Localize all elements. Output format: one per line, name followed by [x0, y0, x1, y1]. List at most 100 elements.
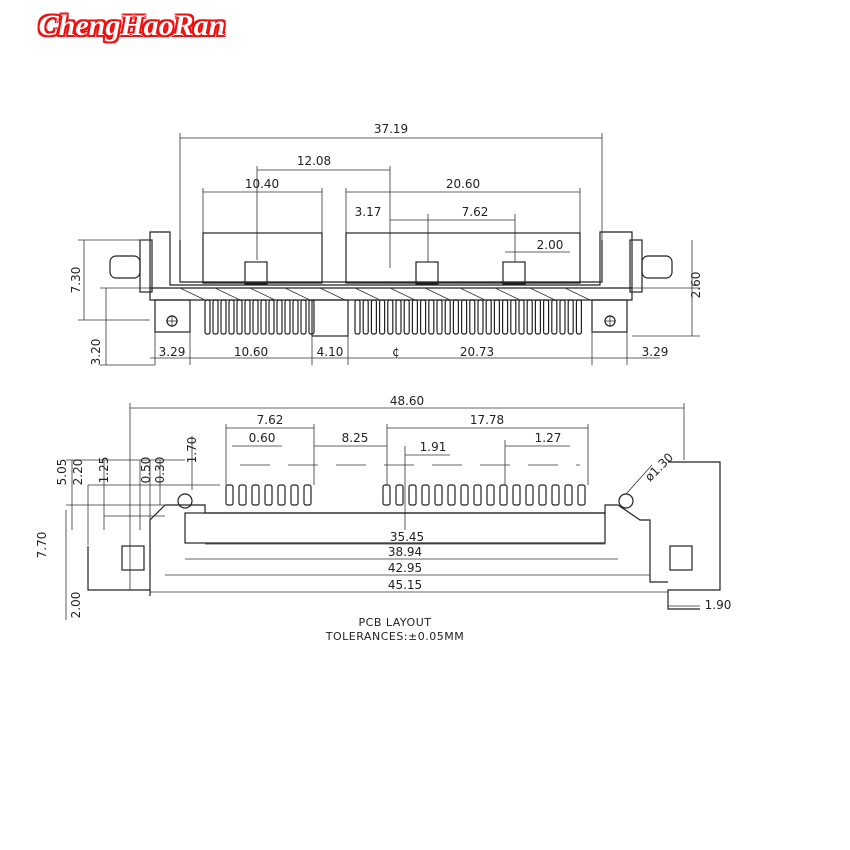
pads-group-a	[225, 484, 312, 506]
connector-pin	[411, 299, 418, 335]
dim-w-4295: 42.95	[388, 561, 422, 575]
pcb-pad	[382, 484, 391, 506]
dim-w-4515: 45.15	[388, 578, 422, 592]
dim-right-block: 20.60	[446, 177, 480, 191]
dim-ear-right: 3.29	[642, 345, 669, 359]
connector-pin	[268, 299, 275, 335]
pcb-view-dimension-labels: 48.60 7.62 17.78 0.60 8.25 1.91 1.27 ø1.…	[35, 394, 731, 643]
connector-pin	[420, 299, 427, 335]
dim-h-170: 1.70	[185, 437, 199, 464]
pcb-pad	[225, 484, 234, 506]
connector-pin	[575, 299, 583, 335]
connector-pin	[354, 299, 361, 335]
top-view-dimension-labels: 37.19 12.08 10.40 20.60 3.17 7.62 2.00 7…	[69, 122, 703, 365]
dim-height-left: 7.30	[69, 267, 83, 294]
connector-pin	[477, 299, 484, 335]
connector-pin	[526, 299, 533, 335]
dim-h-200: 2.00	[69, 592, 83, 619]
dim-h-125: 1.25	[97, 457, 111, 484]
connector-pin	[370, 299, 377, 335]
connector-pin	[204, 299, 211, 335]
dim-hole-diameter: ø1.30	[642, 450, 676, 484]
dim-gap: 4.10	[317, 345, 344, 359]
pcb-pad	[290, 484, 299, 506]
dim-group-a-span: 7.62	[257, 413, 284, 427]
dim-pitch-mid: 7.62	[462, 205, 489, 219]
pcb-pad	[277, 484, 286, 506]
dim-left-block: 10.40	[245, 177, 279, 191]
pcb-pad	[303, 484, 312, 506]
connector-pin	[228, 299, 235, 335]
connector-pin	[395, 299, 402, 335]
connector-pin	[444, 299, 451, 335]
dim-w-3894: 38.94	[388, 545, 422, 559]
dim-offset-mid: 12.08	[297, 154, 331, 168]
connector-pin	[493, 299, 500, 335]
connector-pin	[284, 299, 291, 335]
pcb-pad	[395, 484, 404, 506]
dim-pin-span-left: 10.60	[234, 345, 268, 359]
connector-pin	[502, 299, 509, 335]
connector-pin	[379, 299, 386, 335]
connector-pin	[403, 299, 410, 335]
dim-bottom-left-height: 3.20	[89, 339, 103, 366]
connector-pin	[510, 299, 517, 335]
pcb-pad	[538, 484, 547, 506]
pcb-pad	[577, 484, 586, 506]
connector-pin	[212, 299, 219, 335]
pcb-pad	[434, 484, 443, 506]
connector-pin	[452, 299, 459, 335]
connector-pin	[292, 299, 299, 335]
pcb-pad	[408, 484, 417, 506]
pcb-pad	[525, 484, 534, 506]
connector-pin	[485, 299, 492, 335]
connector-pin	[244, 299, 251, 335]
dim-w-190: 1.90	[705, 598, 732, 612]
dim-h-770: 7.70	[35, 532, 49, 559]
pcb-pad	[238, 484, 247, 506]
dim-pad-width: 0.60	[249, 431, 276, 445]
dim-pad-pitch-a: 1.91	[420, 440, 447, 454]
connector-pin	[428, 299, 435, 335]
dim-group-b-span: 17.78	[470, 413, 504, 427]
dim-height-right: 2.60	[689, 272, 703, 299]
connector-pin	[236, 299, 243, 335]
connector-pin	[542, 299, 550, 335]
top-view-outline	[78, 133, 700, 366]
pcb-pad	[512, 484, 521, 506]
pcb-layout-title: PCB LAYOUT	[359, 616, 432, 629]
pcb-pad	[421, 484, 430, 506]
connector-pin	[567, 299, 574, 335]
dim-pad-pitch-b: 1.27	[535, 431, 562, 445]
brand-logo: ChengHaoRan	[38, 9, 226, 42]
connector-pin	[276, 299, 283, 335]
connector-pin	[461, 299, 468, 335]
dim-pcb-overall-width: 48.60	[390, 394, 424, 408]
connector-pin	[300, 299, 307, 335]
tolerance-note: TOLERANCES:±0.05MM	[325, 630, 464, 643]
dim-h-030: 0.30	[153, 457, 167, 484]
connector-pin	[436, 299, 443, 335]
pcb-view-outline	[65, 403, 721, 620]
pcb-pad	[486, 484, 495, 506]
connector-pin	[518, 299, 525, 335]
centerline-mark: ¢	[392, 345, 400, 359]
dim-group-gap: 8.25	[342, 431, 369, 445]
dim-h-220: 2.20	[71, 459, 85, 486]
connector-pin	[534, 299, 542, 335]
connector-pin	[551, 299, 558, 335]
connector-pin	[252, 299, 259, 335]
dim-w-3545: 35.45	[390, 530, 424, 544]
connector-pin	[559, 299, 566, 335]
connector-pin	[469, 299, 476, 335]
dim-peg-width: 2.00	[537, 238, 564, 252]
pcb-pad	[499, 484, 508, 506]
dim-ear-left: 3.29	[159, 345, 186, 359]
pcb-pad	[251, 484, 260, 506]
pins-left	[204, 299, 315, 335]
connector-pin	[220, 299, 227, 335]
pins-right	[354, 299, 583, 335]
connector-pin	[387, 299, 394, 335]
dim-overall-width: 37.19	[374, 122, 408, 136]
